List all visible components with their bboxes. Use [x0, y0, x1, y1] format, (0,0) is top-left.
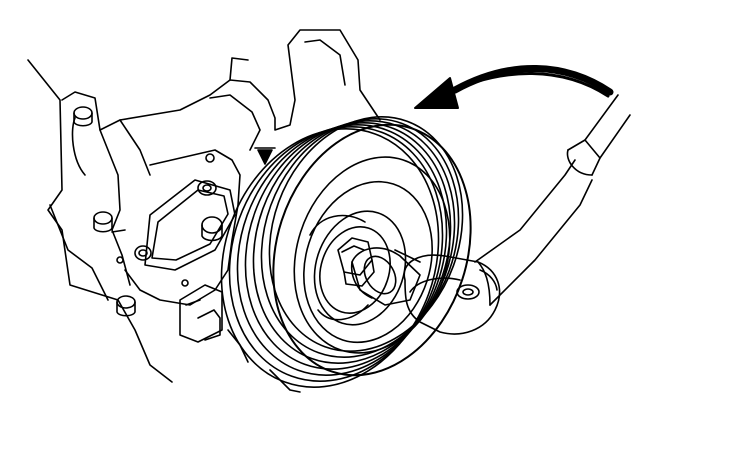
timing-mark-icon	[254, 147, 276, 165]
cam-sensor-bracket	[116, 153, 236, 287]
engine-block	[27, 59, 173, 383]
timing-cover	[116, 29, 381, 343]
socket	[350, 247, 421, 306]
sensor-connector	[179, 284, 223, 343]
engine-lower-edge	[227, 329, 301, 393]
rotation-arrow-icon	[414, 65, 614, 109]
crankshaft-pulley	[220, 116, 472, 388]
ratchet-wrench	[403, 94, 631, 335]
pulley-bolt	[337, 237, 375, 287]
block-bolt-upper	[73, 106, 93, 127]
block-bolt-lower	[116, 295, 136, 317]
block-bolt-middle	[93, 211, 113, 233]
